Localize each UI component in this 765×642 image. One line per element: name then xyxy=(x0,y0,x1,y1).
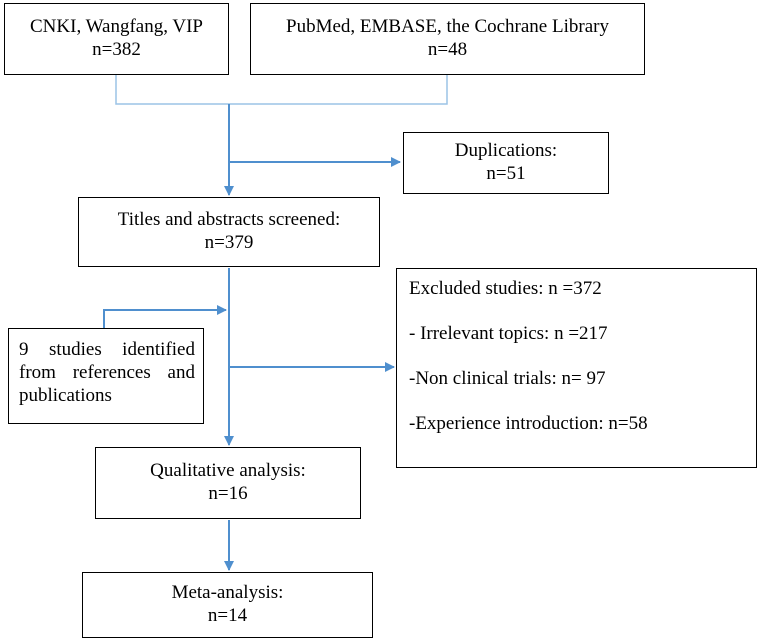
source-box-pubmed: PubMed, EMBASE, the Cochrane Library n=4… xyxy=(250,3,645,75)
excluded-experience: -Experience introduction: n=58 xyxy=(409,413,648,434)
duplications-count: n=51 xyxy=(486,163,526,184)
identified-line-1: 9 studies identified xyxy=(19,339,195,360)
source-pubmed-count: n=48 xyxy=(427,39,468,60)
source-cnki-count: n=382 xyxy=(92,39,141,60)
merge-connector xyxy=(115,74,448,105)
arrow-from-identified xyxy=(103,305,227,328)
duplications-box: Duplications: n=51 xyxy=(403,132,609,194)
meta-analysis-box: Meta-analysis: n=14 xyxy=(82,572,373,638)
source-pubmed-label: PubMed, EMBASE, the Cochrane Library xyxy=(286,16,609,38)
excluded-non-clinical: -Non clinical trials: n= 97 xyxy=(409,368,606,389)
excluded-total: Excluded studies: n =372 xyxy=(409,278,602,299)
qualitative-analysis-box: Qualitative analysis: n=16 xyxy=(95,447,361,519)
identified-studies-box: 9 studies identified from references and… xyxy=(8,328,204,424)
qualitative-count: n=16 xyxy=(208,483,248,504)
excluded-studies-box: Excluded studies: n =372 - Irrelevant to… xyxy=(396,268,757,468)
titles-screened-box: Titles and abstracts screened: n=379 xyxy=(78,197,380,267)
meta-count: n=14 xyxy=(207,605,248,626)
source-cnki-label: CNKI, Wangfang, VIP xyxy=(30,16,203,38)
meta-label: Meta-analysis: xyxy=(171,582,284,604)
source-box-cnki: CNKI, Wangfang, VIP n=382 xyxy=(4,3,229,75)
excluded-irrelevant: - Irrelevant topics: n =217 xyxy=(409,323,608,344)
qualitative-label: Qualitative analysis: xyxy=(150,460,306,482)
titles-screened-count: n=379 xyxy=(204,232,254,253)
identified-line-2: from references and xyxy=(19,361,195,383)
identified-line-3: publications xyxy=(19,384,112,406)
titles-screened-label: Titles and abstracts screened: xyxy=(117,209,341,231)
duplications-label: Duplications: xyxy=(454,140,558,162)
